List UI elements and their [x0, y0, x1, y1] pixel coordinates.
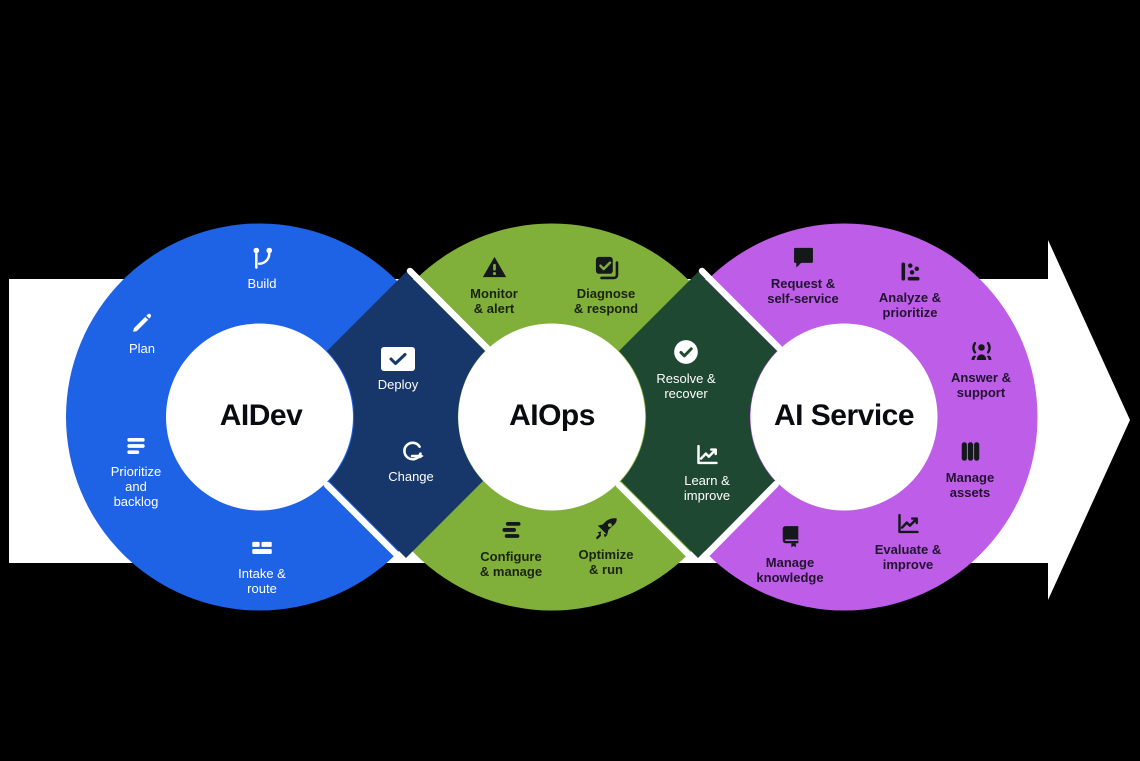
item-label: Learn & improve — [683, 473, 731, 503]
columns-icon — [961, 442, 979, 461]
item-evaluate-improve: Evaluate & improve — [833, 510, 983, 572]
pencil-icon — [133, 313, 152, 332]
rocket-icon — [595, 518, 617, 540]
item-label: Intake & route — [238, 566, 286, 596]
seam-gap — [698, 267, 783, 352]
item-label: Plan — [128, 341, 156, 356]
item-plan: Plan — [67, 310, 217, 356]
item-build: Build — [187, 244, 337, 291]
item-intake-route: Intake & route — [187, 535, 337, 596]
item-label: Configure & manage — [479, 549, 543, 579]
item-label: Manage assets — [945, 470, 995, 500]
seam-gap — [323, 481, 405, 563]
people-group-icon — [971, 341, 991, 361]
check-circle-icon — [674, 340, 698, 364]
checked-cards-icon — [595, 256, 618, 280]
item-manage-assets: Manage assets — [895, 438, 1045, 500]
item-label: Build — [247, 276, 277, 291]
item-label: Deploy — [377, 377, 419, 392]
checkbox-icon — [381, 347, 415, 371]
scatter-chart-icon — [901, 262, 919, 281]
item-prioritize-and-backlog: Prioritize and backlog — [61, 433, 211, 509]
list-lines-icon — [127, 437, 145, 455]
item-label: Monitor & alert — [470, 286, 518, 316]
item-answer-support: Answer & support — [906, 338, 1056, 400]
item-deploy: Deploy — [323, 346, 473, 392]
item-label: Answer & support — [951, 370, 1011, 400]
item-manage-knowledge: Manage knowledge — [715, 523, 865, 585]
item-label: Evaluate & improve — [874, 542, 942, 572]
item-label: Diagnose & respond — [573, 286, 639, 316]
trend-chart-icon — [696, 444, 718, 465]
aiops-aiservice-overlap-shape — [619, 272, 777, 558]
aidev-aiops-overlap-shape — [327, 272, 485, 558]
item-optimize-run: Optimize & run — [531, 515, 681, 577]
speech-bubble-icon — [793, 247, 813, 268]
warning-triangle-icon — [482, 256, 506, 278]
item-label: Analyze & prioritize — [878, 290, 942, 320]
aidev-title: AIDev — [219, 399, 303, 432]
loop-arrow-icon — [402, 441, 424, 461]
item-monitor-alert: Monitor & alert — [419, 254, 569, 316]
aidev-hole — [166, 323, 353, 511]
item-request-self-service: Request & self-service — [728, 244, 878, 306]
book-icon — [782, 526, 798, 548]
item-learn-improve: Learn & improve — [632, 441, 782, 503]
item-configure-manage: Configure & manage — [436, 517, 586, 579]
aiservice-title: AI Service — [773, 399, 915, 432]
trend-arrow-icon — [897, 513, 919, 534]
seam-gap — [615, 481, 697, 563]
item-label: Manage knowledge — [756, 555, 824, 585]
staggered-bars-icon — [502, 521, 520, 538]
item-label: Prioritize and backlog — [110, 464, 162, 509]
seam-gap — [698, 480, 780, 563]
git-branch-icon — [253, 247, 272, 269]
item-diagnose-respond: Diagnose & respond — [531, 254, 681, 316]
item-label: Optimize & run — [578, 547, 634, 577]
aiservice-hole — [750, 323, 938, 511]
item-analyze-prioritize: Analyze & prioritize — [835, 258, 985, 320]
item-label: Change — [388, 469, 434, 484]
aiops-title: AIOps — [509, 399, 595, 432]
item-label: Resolve & recover — [656, 371, 716, 401]
item-label: Request & self-service — [767, 276, 839, 306]
item-resolve-recover: Resolve & recover — [611, 338, 761, 401]
aiops-hole — [458, 323, 646, 511]
item-change: Change — [336, 437, 486, 484]
seam-gap — [406, 267, 491, 352]
intake-table-icon — [252, 541, 272, 554]
